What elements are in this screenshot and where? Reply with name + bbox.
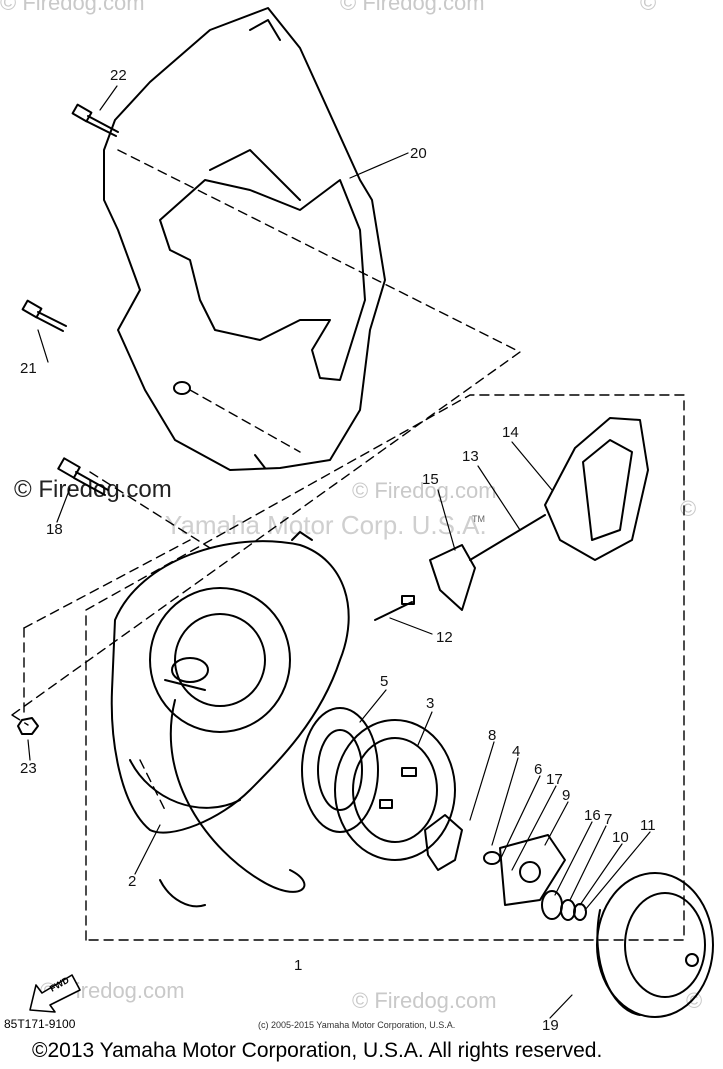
part-code: 85T171-9100	[4, 1017, 76, 1031]
bolt-22	[71, 103, 119, 137]
callout-4: 4	[512, 743, 520, 760]
watermark-top-right: ©	[640, 0, 657, 15]
starter-handle	[544, 417, 649, 561]
shroud-cover	[103, 7, 386, 471]
callout-18: 18	[46, 521, 63, 538]
callout-22: 22	[110, 67, 127, 84]
tm-mark: TM	[472, 514, 485, 524]
callout-3: 3	[426, 695, 434, 712]
callout-5: 5	[380, 673, 388, 690]
callout-14: 14	[502, 424, 519, 441]
starter-rope	[469, 514, 546, 561]
nut-23	[17, 717, 39, 735]
callout-2: 2	[128, 873, 136, 890]
drive-pulley	[596, 872, 714, 1018]
callout-7: 7	[604, 811, 612, 828]
callout-10: 10	[612, 829, 629, 846]
watermark-bottom-mid: © Firedog.com	[352, 988, 497, 1013]
callout-19: 19	[542, 1017, 559, 1034]
callout-11: 11	[640, 817, 656, 834]
shaft	[374, 595, 415, 621]
callout-13: 13	[462, 448, 479, 465]
callout-9: 9	[562, 787, 570, 804]
callout-21: 21	[20, 360, 37, 377]
leader-lines	[27, 85, 651, 1019]
callout-20: 20	[410, 145, 427, 162]
fwd-arrow-icon	[29, 974, 81, 1013]
callout-1: 1	[294, 957, 302, 974]
rope-guide	[429, 544, 476, 611]
footer-copyright: ©2013 Yamaha Motor Corporation, U.S.A. A…	[32, 1039, 603, 1062]
callout-17: 17	[546, 771, 563, 788]
callout-23: 23	[20, 760, 37, 777]
bolt-18	[57, 457, 109, 496]
callout-6: 6	[534, 761, 542, 778]
spring-and-reel	[301, 707, 456, 861]
callout-15: 15	[422, 471, 439, 488]
washer-stack	[541, 890, 587, 921]
small-copyright: (c) 2005-2015 Yamaha Motor Corporation, …	[258, 1020, 456, 1030]
callout-8: 8	[488, 727, 496, 744]
pawl-spring-assembly	[424, 814, 566, 906]
watermark-top-left: © Firedog.com	[0, 0, 145, 15]
dashed-frame-lines	[11, 149, 685, 941]
watermark-top-mid: © Firedog.com	[340, 0, 485, 15]
watermark-mid: © Firedog.com	[352, 478, 497, 503]
starter-case	[110, 531, 350, 908]
bolt-21	[21, 299, 67, 332]
watermark-bottom-left: © Firedog.com	[40, 978, 185, 1003]
callout-12: 12	[436, 629, 453, 646]
callout-16: 16	[584, 807, 601, 824]
